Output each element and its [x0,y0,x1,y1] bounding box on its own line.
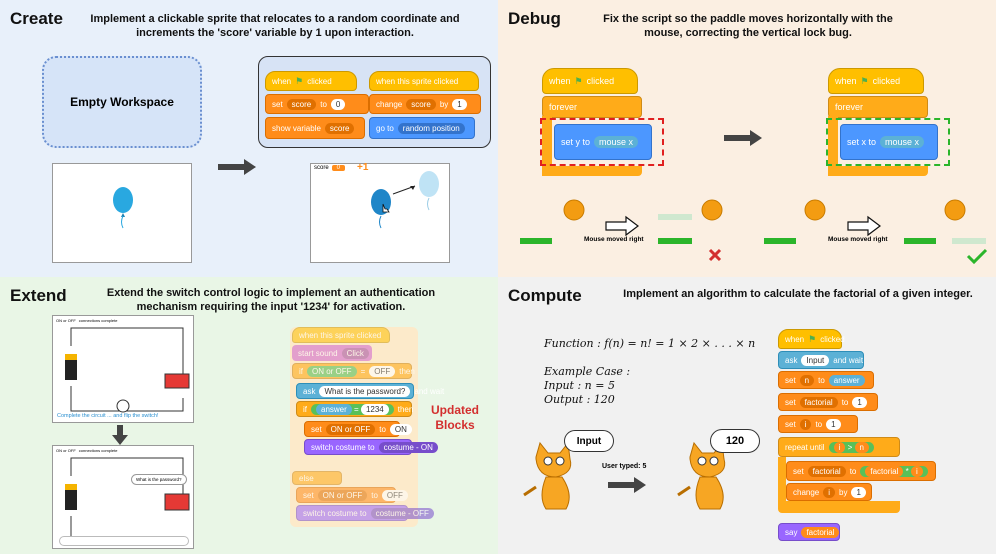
extend-panel: Extend Extend the switch control logic t… [0,277,498,554]
debug-panel: Debug Fix the script so the paddle moves… [498,0,996,277]
balloons [371,171,439,229]
paddle-demo [520,199,988,265]
debug-title: Debug [508,9,561,28]
when-sprite-clicked-block[interactable]: when this sprite clicked [292,327,390,343]
create-title: Create [10,9,63,28]
create-description: Implement a clickable sprite that reloca… [90,13,460,39]
user-typed-label: User typed: 5 [602,463,647,470]
answer-input[interactable] [59,536,189,546]
when-flag-block[interactable]: when⚑clicked [778,329,845,349]
function-definition: Function : f(n) = n! = 1 × 2 × . . . × n [544,337,756,350]
cat-sprite-left [523,441,572,510]
compute-panel: Compute Implement an algorithm to calcul… [498,277,996,554]
extend-description: Extend the switch control logic to imple… [106,287,436,313]
password-bubble: What is the password? [131,474,187,485]
arrow-icon [608,477,646,493]
arrow-icon [218,159,256,175]
hand-cursor-icon [382,203,390,213]
balloon-sprite [113,187,133,229]
when-flag-clicked-block[interactable]: when⚑clicked [265,71,357,91]
mouse-moved-label-1: Mouse moved right [584,236,644,243]
down-arrow-icon [112,425,128,445]
extend-title: Extend [10,286,67,305]
forever-block-bad[interactable]: forever [542,96,642,118]
updated-blocks-label: Updated Blocks [431,403,479,432]
compute-title: Compute [508,286,582,305]
when-flag-block-good[interactable]: when⚑clicked [828,68,924,94]
circuit-diagram [65,327,190,413]
output-speech-bubble: 120 [710,429,760,453]
input-example: Input : n = 5 [544,379,615,392]
stage-before [52,163,192,263]
when-sprite-clicked-block[interactable]: when this sprite clicked [369,71,479,91]
empty-workspace: Empty Workspace [42,56,202,148]
example-label: Example Case : [544,365,631,378]
arrow-icon [724,130,762,146]
output-example: Output : 120 [544,393,615,406]
fix-highlight [826,118,950,166]
check-icon [966,248,988,265]
forever-block-good[interactable]: forever [828,96,928,118]
cross-icon [708,248,722,262]
create-panel: Create Implement a clickable sprite that… [0,0,498,277]
mouse-moved-label-2: Mouse moved right [828,236,888,243]
bug-highlight [540,118,664,166]
plus-one-label: +1 [357,162,369,173]
green-flag-icon: ⚑ [295,75,304,86]
else-block[interactable]: else [292,471,342,485]
compute-description: Implement an algorithm to calculate the … [623,288,973,300]
when-flag-block-bad[interactable]: when⚑clicked [542,68,638,94]
debug-description: Fix the script so the paddle moves horiz… [603,13,893,39]
input-speech-bubble: Input [564,430,614,452]
